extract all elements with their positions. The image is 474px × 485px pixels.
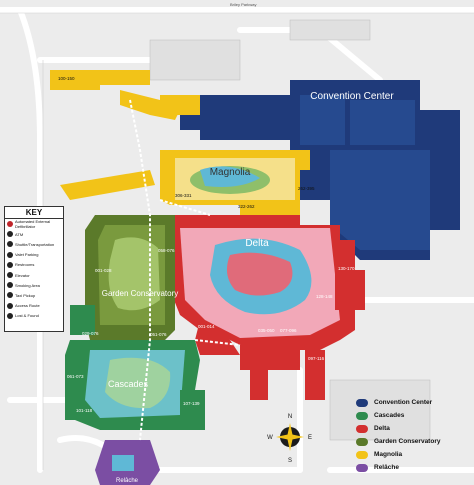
legend-swatch: [356, 463, 368, 472]
key-item: Taxi Pickup: [5, 290, 63, 300]
key-item: Valet Parking: [5, 250, 63, 260]
roads: [0, 7, 474, 473]
atm-icon: [7, 231, 13, 238]
room-range-130-170: 130-170: [338, 266, 355, 271]
restroom-icon: [7, 261, 13, 268]
room-range-029-076: 029-076: [82, 331, 99, 336]
label-delta: Delta: [245, 238, 269, 249]
delta-building: [170, 215, 365, 400]
valet-icon: [7, 251, 13, 258]
relache-building: [95, 440, 160, 485]
garden-conservatory-building: [85, 215, 175, 340]
legend-swatch: [356, 450, 368, 459]
label-relache: Relâche: [116, 478, 139, 484]
room-range-107-139: 107-139: [183, 401, 200, 406]
legend-item: Garden Conservatory: [356, 435, 472, 448]
compass-icon: [276, 423, 304, 451]
room-range-128-148: 128-148: [316, 294, 333, 299]
legend-label: Magnolia: [374, 451, 403, 458]
key-item: ATM: [5, 229, 63, 239]
access-route-icon: [7, 302, 13, 309]
defibrillator-icon: [7, 221, 13, 228]
key-item-label: Automated External Defibrillator: [15, 219, 51, 230]
parking-lot-north: [149, 39, 241, 81]
key-item: Restrooms: [5, 260, 63, 270]
key-item: Access Route: [5, 301, 63, 311]
parking-lot-se: [329, 379, 431, 441]
legend-swatch: [356, 398, 368, 407]
key-item-label: ATM: [15, 231, 24, 237]
room-range-101-118: 101-118: [76, 408, 93, 413]
room-range-077-096: 077-096: [280, 328, 297, 333]
cascades-building: [65, 305, 205, 430]
legend-swatch: [356, 411, 368, 420]
room-range-097-116: 097-116: [308, 356, 325, 361]
key-item-label: Shuttle/Transportation: [15, 241, 55, 247]
label-cascades: Cascades: [108, 379, 149, 389]
magnolia-atrium: [190, 166, 270, 194]
room-range-100-150: 100-150: [58, 76, 75, 81]
compass-e-label: E: [308, 435, 312, 441]
legend-item: Convention Center: [356, 396, 472, 409]
parking-lot-ne: [289, 19, 371, 41]
room-range-262-395: 262-395: [298, 186, 315, 191]
legend-swatch: [356, 424, 368, 433]
label-convention-center: Convention Center: [310, 91, 394, 102]
key-item-label: Lost & Found: [15, 313, 39, 319]
area-legend: Convention Center Cascades Delta Garden …: [356, 396, 472, 474]
room-range-322-262: 322-262: [238, 204, 255, 209]
label-road-top: Briley Parkway: [230, 2, 256, 7]
compass-w-label: W: [267, 435, 273, 441]
label-garden-conservatory: Garden Conservatory: [102, 289, 178, 298]
room-range-306-331: 306-331: [175, 193, 192, 198]
key-item-label: Access Route: [15, 303, 40, 309]
legend-item: Relâche: [356, 461, 472, 474]
room-range-001-028: 001-028: [95, 268, 112, 273]
legend-swatch: [356, 437, 368, 446]
room-range-051-076: 051-076: [150, 332, 167, 337]
key-item: Automated External Defibrillator: [5, 219, 63, 229]
elevator-icon: [7, 272, 13, 279]
label-magnolia: Magnolia: [210, 167, 251, 178]
walkways: [129, 99, 241, 441]
key-item-label: Restrooms: [15, 262, 35, 268]
lost-found-icon: [7, 312, 13, 319]
legend-label: Relâche: [374, 464, 399, 471]
room-range-035-050: 035-050: [258, 328, 275, 333]
legend-item: Cascades: [356, 409, 472, 422]
room-range-001-014: 001-014: [198, 324, 215, 329]
smoking-icon: [7, 282, 13, 289]
room-range-058-076: 058-076: [158, 248, 175, 253]
room-range-labels: 100-150 306-331 322-262 262-395 001-014 …: [58, 76, 355, 413]
room-range-061-073: 061-073: [67, 374, 84, 379]
legend-label: Delta: [374, 425, 390, 432]
legend-label: Garden Conservatory: [374, 438, 441, 445]
legend-label: Convention Center: [374, 399, 433, 406]
key-item-label: Taxi Pickup: [15, 292, 36, 298]
key-item: Lost & Found: [5, 311, 63, 321]
key-title: KEY: [5, 207, 63, 219]
compass-n-label: N: [288, 414, 292, 420]
compass-s-label: S: [288, 458, 292, 464]
legend-label: Cascades: [374, 412, 405, 419]
legend-item: Magnolia: [356, 448, 472, 461]
legend-item: Delta: [356, 422, 472, 435]
key-item: Shuttle/Transportation: [5, 239, 63, 249]
map-key: KEY Automated External Defibrillator ATM…: [4, 206, 64, 332]
key-item: Elevator: [5, 270, 63, 280]
convention-center-building: [180, 80, 460, 260]
key-item-label: Elevator: [15, 272, 30, 278]
key-item: Smoking Area: [5, 280, 63, 290]
shuttle-icon: [7, 241, 13, 248]
key-item-label: Smoking Area: [15, 282, 40, 288]
taxi-icon: [7, 292, 13, 299]
key-item-label: Valet Parking: [15, 252, 39, 258]
